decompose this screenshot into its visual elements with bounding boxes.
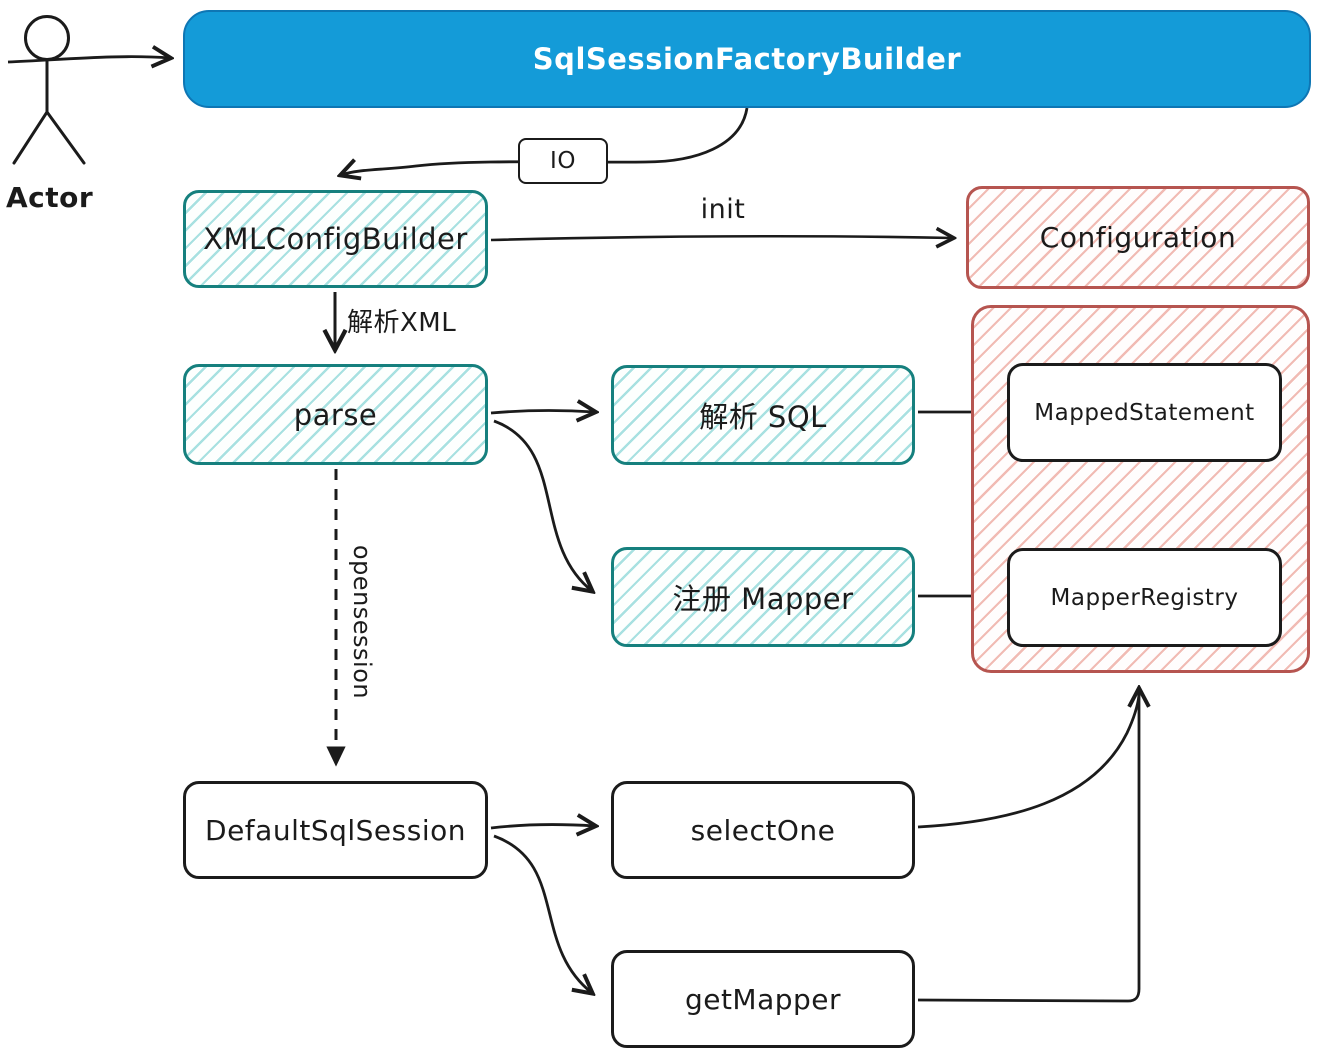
edge-init [490, 236, 953, 240]
edge-dss-to-getmapper [493, 834, 592, 993]
node-defaultsqlsession: DefaultSqlSession [183, 781, 488, 879]
actor-head [24, 15, 70, 61]
edge-actor-to-factory [7, 57, 170, 62]
node-register-mapper: 注册 Mapper [611, 547, 915, 647]
edge-label-parse-xml: 解析XML [347, 308, 457, 338]
edge-selectone-to-configuration-group [917, 694, 1141, 829]
actor-label: Actor [6, 181, 94, 214]
node-configuration: Configuration [966, 186, 1310, 289]
edge-getmapper-to-configuration-group [917, 689, 1139, 1003]
node-parse-sql: 解析 SQL [611, 365, 915, 465]
edge-label-init: init [700, 194, 746, 225]
node-selectone: selectOne [611, 781, 915, 879]
edge-dss-to-selectone [490, 825, 595, 828]
node-mappedstatement: MappedStatement [1007, 363, 1282, 462]
edge-parse-to-registermapper [493, 419, 592, 591]
node-sqlsessionfactorybuilder: SqlSessionFactoryBuilder [183, 10, 1311, 108]
node-mapperregistry: MapperRegistry [1007, 548, 1282, 647]
actor-legs [12, 109, 86, 165]
actor-figure [12, 15, 86, 165]
edge-label-opensession: opensession [348, 544, 376, 700]
node-parse: parse [183, 364, 488, 465]
edge-parse-to-parsesql [490, 411, 595, 413]
node-io: IO [518, 138, 608, 184]
node-xmlconfigbuilder: XMLConfigBuilder [183, 190, 488, 288]
node-getmapper: getMapper [611, 950, 915, 1048]
